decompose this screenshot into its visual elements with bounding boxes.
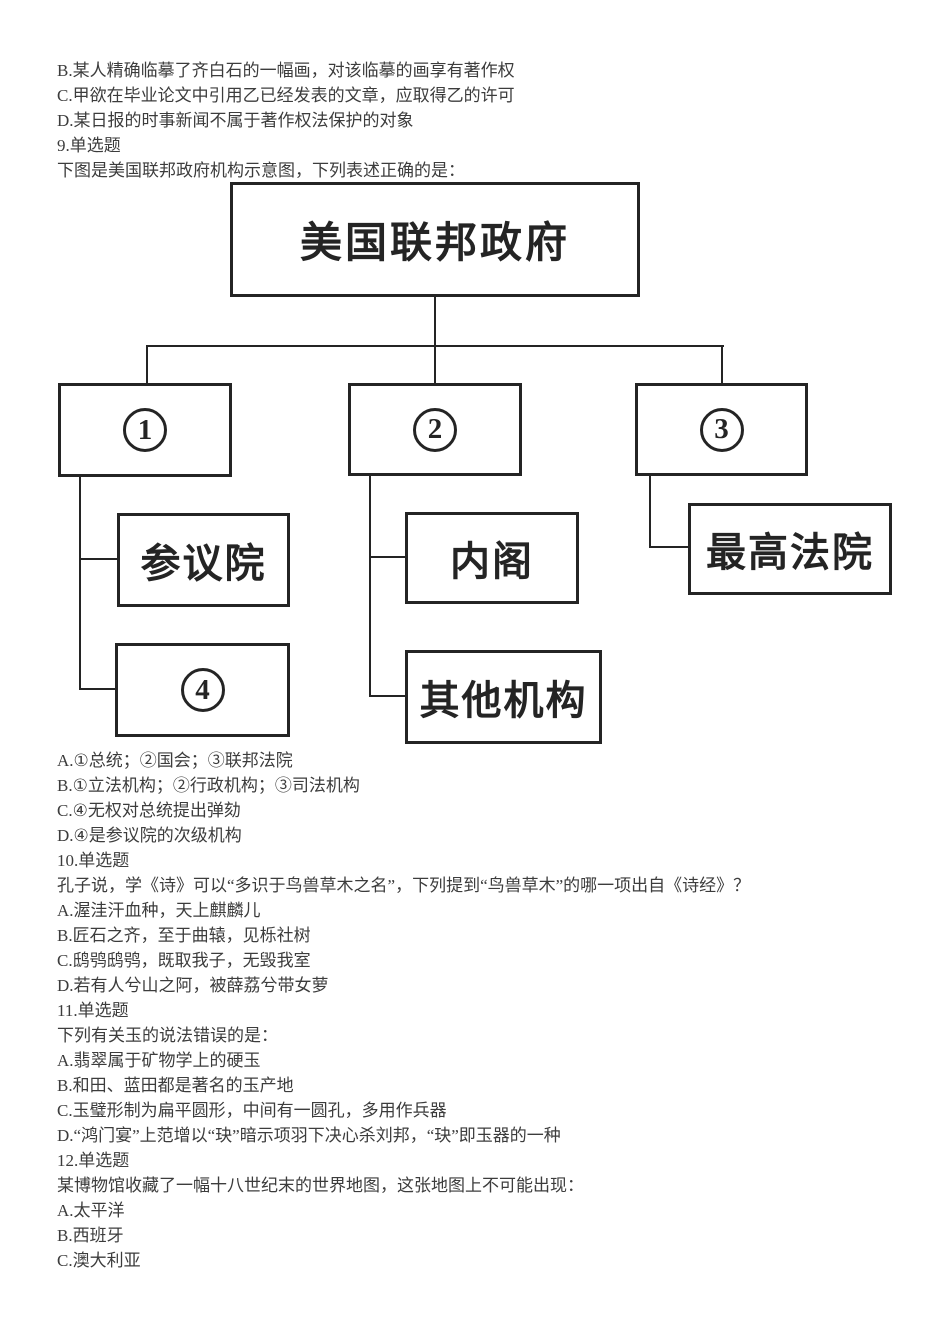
q11-stem: 下列有关玉的说法错误的是： [57, 1026, 278, 1045]
connector-stub-cabinet [369, 556, 405, 558]
q11-number-label: 11.单选题 [57, 1001, 129, 1020]
connector-branch2-vertical [369, 475, 371, 697]
connector-stub-senate [79, 558, 117, 560]
q8-option-d: D.某日报的时事新闻不属于著作权法保护的对象 [57, 111, 414, 130]
diagram-node-branch3: 3 [635, 383, 808, 476]
q9-option-d: D.④是参议院的次级机构 [57, 826, 242, 845]
q9-option-a: A.①总统；②国会；③联邦法院 [57, 751, 293, 770]
connector-root-vertical [434, 296, 436, 384]
q12-option-c: C.澳大利亚 [57, 1251, 141, 1270]
text-block-top: B.某人精确临摹了齐白石的一幅画，对该临摹的画享有著作权 C.甲欲在毕业论文中引… [57, 58, 515, 183]
connector-main-horizontal [146, 345, 724, 347]
q8-option-c: C.甲欲在毕业论文中引用乙已经发表的文章，应取得乙的许可 [57, 86, 515, 105]
q10-number-label: 10.单选题 [57, 851, 130, 870]
q10-stem: 孔子说，学《诗》可以“多识于鸟兽草木之名”，下列提到“鸟兽草木”的哪一项出自《诗… [57, 876, 751, 895]
connector-drop-branch1 [146, 345, 148, 385]
q12-option-b: B.西班牙 [57, 1226, 124, 1245]
text-block-bottom: A.①总统；②国会；③联邦法院 B.①立法机构；②行政机构；③司法机构 C.④无… [57, 748, 750, 1273]
q12-option-a: A.太平洋 [57, 1201, 125, 1220]
circled-number-1: 1 [123, 408, 167, 452]
q9-option-c: C.④无权对总统提出弹劾 [57, 801, 241, 820]
diagram-node-senate: 参议院 [117, 513, 290, 607]
q11-option-c: C.玉璧形制为扁平圆形，中间有一圆孔，多用作兵器 [57, 1101, 447, 1120]
diagram-node-other-organs: 其他机构 [405, 650, 602, 744]
connector-stub-other [369, 695, 405, 697]
circled-number-4: 4 [180, 668, 225, 712]
connector-branch1-vertical [79, 476, 81, 690]
connector-drop-branch3 [721, 345, 723, 385]
connector-stub-supreme-court [649, 546, 688, 548]
q9-number-label: 9.单选题 [57, 136, 121, 155]
q10-option-d: D.若有人兮山之阿，被薛荔兮带女萝 [57, 976, 329, 995]
diagram-node-supreme-court: 最高法院 [688, 503, 892, 595]
diagram-node-root: 美国联邦政府 [230, 182, 640, 297]
q11-option-a: A.翡翠属于矿物学上的硬玉 [57, 1051, 261, 1070]
connector-stub-branch4 [79, 688, 115, 690]
q8-option-b: B.某人精确临摹了齐白石的一幅画，对该临摹的画享有著作权 [57, 61, 515, 80]
q10-option-b: B.匠石之齐，至于曲辕，见栎社树 [57, 926, 311, 945]
q9-option-b: B.①立法机构；②行政机构；③司法机构 [57, 776, 360, 795]
diagram-node-branch2: 2 [348, 383, 522, 476]
diagram-node-branch1: 1 [58, 383, 232, 477]
circled-number-3: 3 [699, 407, 744, 452]
q11-option-d: D.“鸿门宴”上范增以“玦”暗示项羽下决心杀刘邦，“玦”即玉器的一种 [57, 1126, 561, 1145]
q11-option-b: B.和田、蓝田都是著名的玉产地 [57, 1076, 294, 1095]
diagram-node-branch4: 4 [115, 643, 290, 737]
q12-stem: 某博物馆收藏了一幅十八世纪末的世界地图，这张地图上不可能出现： [57, 1176, 584, 1195]
q9-stem: 下图是美国联邦政府机构示意图，下列表述正确的是： [57, 161, 465, 180]
q10-option-c: C.鸱鸮鸱鸮，既取我子，无毁我室 [57, 951, 311, 970]
circled-number-2: 2 [413, 407, 457, 452]
connector-branch3-vertical [649, 475, 651, 548]
q10-option-a: A.渥洼汗血种，天上麒麟儿 [57, 901, 261, 920]
q12-number-label: 12.单选题 [57, 1151, 130, 1170]
diagram-node-cabinet: 内阁 [405, 512, 579, 604]
